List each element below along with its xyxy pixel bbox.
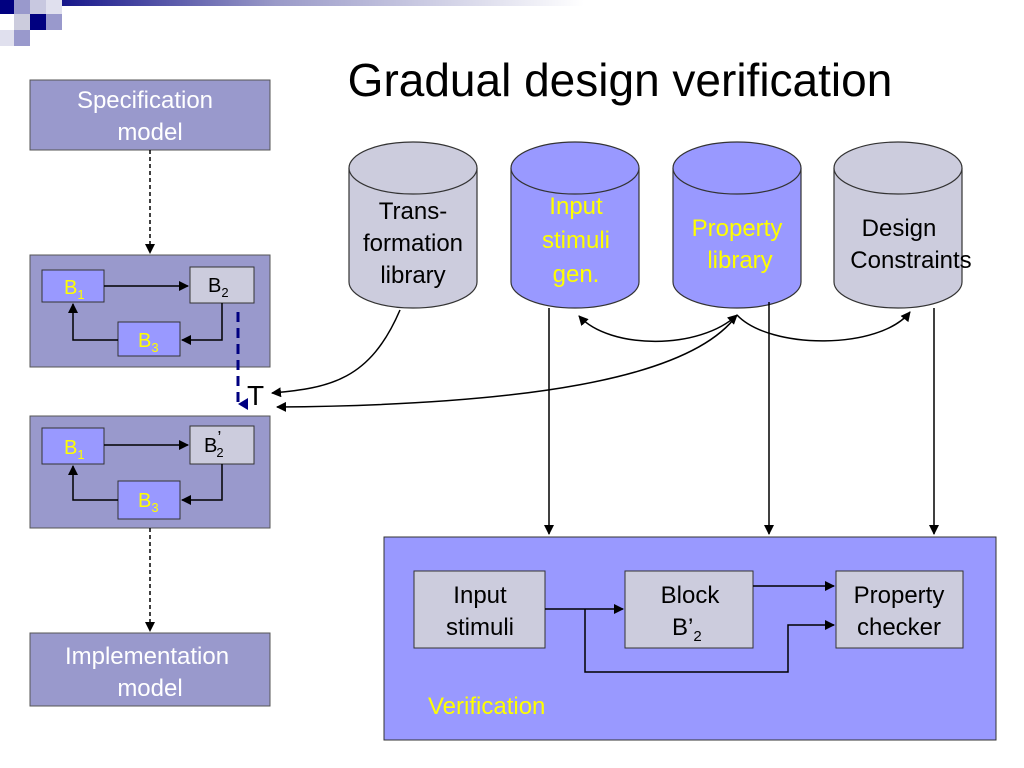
input-stimuli-gen-line2: stimuli	[542, 227, 610, 254]
property-input-stimuli-link	[578, 314, 738, 343]
spec-model-line1: Specification	[77, 87, 213, 114]
design2-b2: B’2	[204, 428, 224, 460]
design2-b3: B3	[138, 490, 159, 515]
design1-b2: B2	[208, 275, 229, 300]
input-stimuli-gen-line3: gen.	[553, 261, 600, 288]
impl-model-line2: model	[117, 675, 182, 702]
transformation-to-t-arrow	[271, 309, 401, 398]
block-line2: B’2	[672, 614, 702, 645]
verification-label: Verification	[428, 693, 545, 720]
property-constraints-link	[736, 311, 911, 342]
transformation-library-line1: Trans-	[379, 198, 447, 225]
transformation-library-line3: library	[380, 262, 445, 289]
transform-label: T	[247, 380, 264, 411]
input-stimuli-gen-cylinder: Input stimuli gen.	[510, 141, 640, 309]
design1-b1: B1	[64, 277, 85, 302]
corner-decoration	[0, 0, 584, 46]
transformation-library-cylinder: Trans- formation library	[348, 141, 478, 309]
impl-model-line1: Implementation	[65, 643, 229, 670]
input-stimuli-gen-line1: Input	[549, 193, 603, 220]
input-stimuli-line2: stimuli	[446, 614, 514, 641]
page-title: Gradual design verification	[348, 54, 893, 106]
checker-line2: checker	[857, 614, 941, 641]
implementation-model-box: Implementation model	[29, 632, 271, 707]
property-to-t-arrow	[276, 314, 738, 412]
design-constraints-line1: Design	[862, 215, 937, 242]
design-block-2: B1 B’2 B3	[29, 415, 271, 529]
checker-line1: Property	[854, 582, 945, 609]
property-library-line1: Property	[692, 215, 783, 242]
design2-b1: B1	[64, 437, 85, 462]
block-line1: Block	[661, 582, 721, 609]
verification-box: Verification Input stimuli Block B’2 Pro…	[383, 536, 997, 741]
design-constraints-cylinder: Design Constraints	[833, 141, 972, 309]
specification-model-box: Specification model	[29, 79, 271, 151]
transformation-library-line2: formation	[363, 230, 463, 257]
design-block-1: B1 B2 B3	[29, 254, 271, 368]
property-library-line2: library	[707, 247, 772, 274]
spec-model-line2: model	[117, 119, 182, 146]
design1-b3: B3	[138, 330, 159, 355]
property-library-cylinder: Property library	[672, 141, 802, 309]
design-constraints-line2: Constraints	[850, 247, 971, 274]
input-stimuli-line1: Input	[453, 582, 507, 609]
